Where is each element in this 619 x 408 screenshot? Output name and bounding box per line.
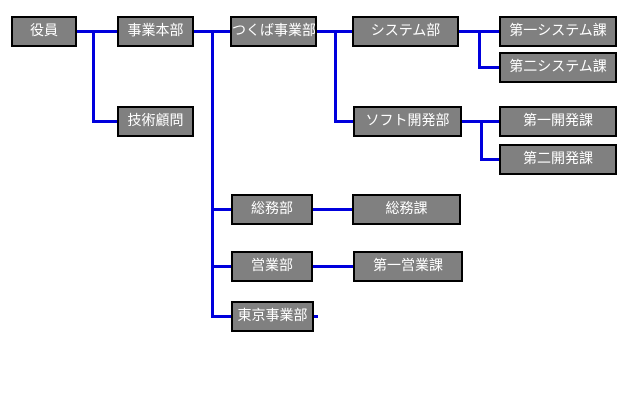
org-node-somu-ka[interactable]: 総務課 <box>352 194 461 225</box>
org-node-soft-kaihatsu[interactable]: ソフト開発部 <box>353 106 462 137</box>
connector-line <box>480 158 499 161</box>
org-node-tsukuba[interactable]: つくば事業部 <box>230 16 317 47</box>
connector-line <box>313 265 353 268</box>
connector-line <box>480 120 483 161</box>
connector-line <box>211 208 231 211</box>
org-node-dai1-system-ka[interactable]: 第一システム課 <box>499 16 617 47</box>
org-node-jigyo-honbu[interactable]: 事業本部 <box>117 16 194 47</box>
connector-line <box>92 30 95 123</box>
org-node-tokyo-jigyobu[interactable]: 東京事業部 <box>231 301 314 332</box>
connector-line <box>334 120 353 123</box>
org-node-gijutsu-komon[interactable]: 技術顧問 <box>117 106 194 137</box>
connector-line <box>211 30 214 318</box>
org-node-somu-bu[interactable]: 総務部 <box>231 194 313 225</box>
org-node-dai1-eigyo-ka[interactable]: 第一営業課 <box>353 251 463 282</box>
connector-line <box>334 30 337 123</box>
connector-line <box>314 315 318 318</box>
connector-line <box>77 30 117 33</box>
connector-line <box>478 66 499 69</box>
org-node-dai2-kaihatsu[interactable]: 第二開発課 <box>499 144 617 175</box>
org-node-yakuin[interactable]: 役員 <box>11 16 77 47</box>
org-node-dai1-kaihatsu[interactable]: 第一開発課 <box>499 106 617 137</box>
connector-line <box>92 120 117 123</box>
connector-line <box>211 265 231 268</box>
org-node-dai2-system-ka[interactable]: 第二システム課 <box>499 52 617 83</box>
org-node-system-bu[interactable]: システム部 <box>352 16 459 47</box>
connector-line <box>478 30 481 69</box>
connector-line <box>313 208 352 211</box>
connector-line <box>211 315 231 318</box>
org-node-eigyo-bu[interactable]: 営業部 <box>231 251 313 282</box>
